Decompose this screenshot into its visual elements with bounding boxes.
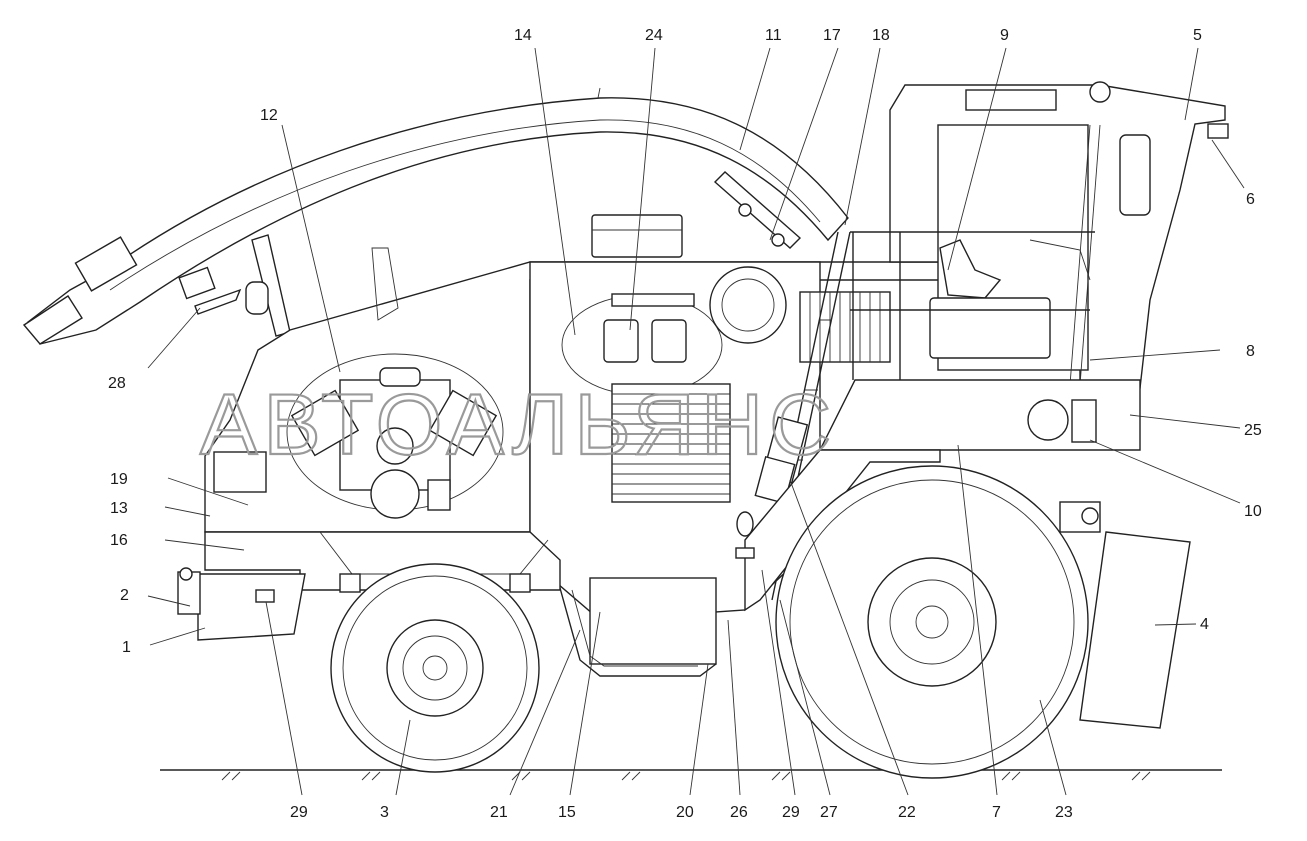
callout-labels: 1 2 3 4 5 6 7 8 9 10 11 12 13 14 15 16 1…	[108, 27, 1262, 821]
callout-28: 28	[108, 375, 126, 392]
callout-27: 27	[820, 804, 838, 821]
callout-1: 1	[122, 639, 131, 656]
callout-5: 5	[1193, 27, 1202, 44]
front-ballast	[177, 567, 306, 641]
callout-8: 8	[1246, 343, 1255, 360]
cab-platform	[818, 231, 1141, 451]
callout-25: 25	[1244, 422, 1262, 439]
callout-23: 23	[1055, 804, 1073, 821]
callout-16: 16	[110, 532, 128, 549]
leader-lines	[147, 47, 1245, 796]
callout-19: 19	[110, 471, 128, 488]
operator-seat	[929, 239, 1091, 359]
callout-13: 13	[110, 500, 128, 517]
callout-2: 2	[120, 587, 129, 604]
callout-17: 17	[823, 27, 841, 44]
front-wheel	[330, 563, 540, 773]
access-ladder	[754, 231, 851, 601]
callout-22: 22	[898, 804, 916, 821]
callout-20: 20	[676, 804, 694, 821]
ground	[160, 769, 1222, 781]
rear-wheel	[775, 465, 1089, 779]
callout-24: 24	[645, 27, 663, 44]
callout-26: 26	[730, 804, 748, 821]
callout-29-left: 29	[290, 804, 308, 821]
cab	[889, 81, 1229, 389]
watermark-text: АВТОАЛЬЯНС	[200, 377, 837, 473]
fuel-tank	[559, 577, 717, 677]
callout-12: 12	[260, 107, 278, 124]
callout-14: 14	[514, 27, 532, 44]
callout-6: 6	[1246, 191, 1255, 208]
rear-box	[1059, 501, 1191, 729]
discharge-spout	[22, 87, 849, 345]
callout-29-right: 29	[782, 804, 800, 821]
callout-4: 4	[1200, 616, 1209, 633]
callout-3: 3	[380, 804, 389, 821]
callout-9: 9	[1000, 27, 1009, 44]
spout-cylinder	[251, 171, 802, 337]
callout-18: 18	[872, 27, 890, 44]
engine-block	[290, 367, 498, 519]
callout-11: 11	[765, 27, 782, 44]
callout-10: 10	[1244, 503, 1262, 520]
callout-7: 7	[992, 804, 1001, 821]
callout-15: 15	[558, 804, 576, 821]
callout-21: 21	[490, 804, 508, 821]
